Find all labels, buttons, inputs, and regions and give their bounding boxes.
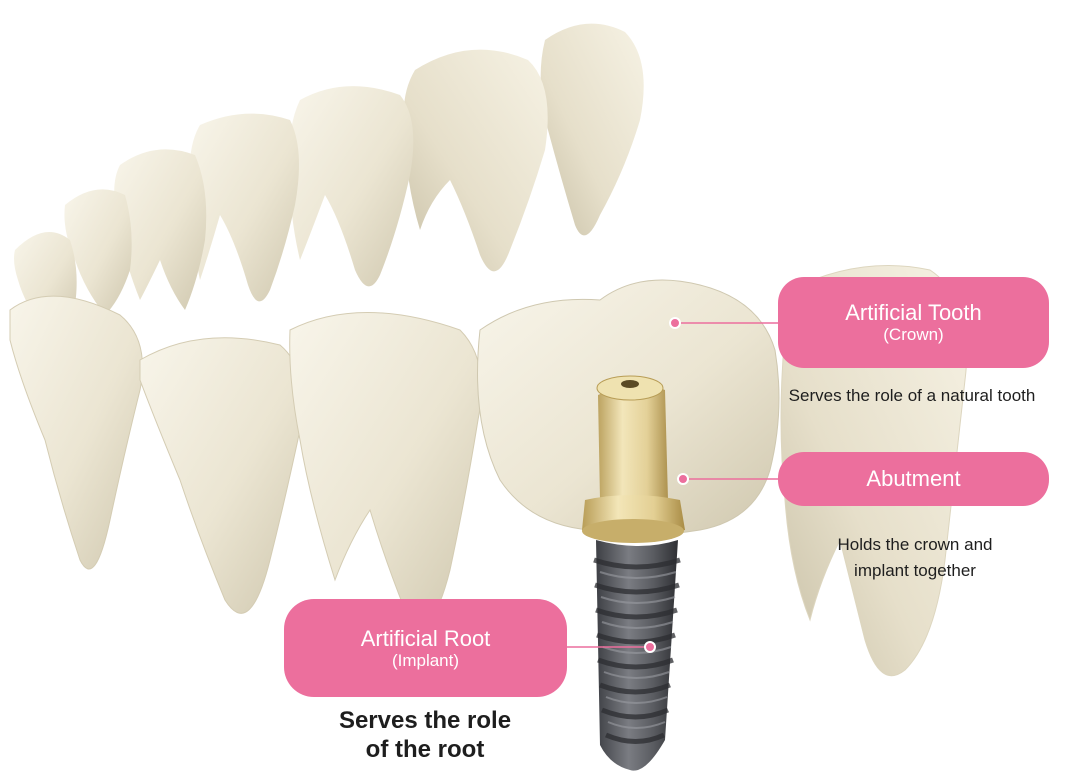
crown-label-subtitle: (Crown) (883, 325, 943, 345)
abutment-description-line-1: Holds the crown and (790, 532, 1040, 558)
lower-tooth-row (10, 296, 481, 623)
root-label-title: Artificial Root (361, 626, 491, 651)
lower-tooth-2 (140, 338, 303, 614)
abutment-label: Abutment (778, 452, 1049, 506)
root-label: Artificial Root (Implant) (284, 599, 567, 697)
crown-label-title: Artificial Tooth (845, 300, 982, 325)
lower-tooth-1 (10, 296, 143, 569)
upper-tooth-row (14, 24, 644, 330)
pointer-dot-icon (645, 642, 655, 652)
pointer-dot-icon (678, 474, 688, 484)
abutment-description-line-2: implant together (790, 558, 1040, 584)
lower-tooth-3 (290, 313, 482, 624)
root-label-subtitle: (Implant) (392, 651, 459, 671)
implant-screw (594, 540, 680, 771)
crown-description: Serves the role of a natural tooth (762, 386, 1062, 406)
upper-tooth-3 (290, 86, 414, 286)
crown-label: Artificial Tooth (Crown) (778, 277, 1049, 368)
upper-tooth-1 (541, 24, 644, 236)
root-description-line-1: Serves the role (290, 707, 560, 736)
upper-tooth-2 (404, 50, 548, 272)
abutment-description: Holds the crown and implant together (790, 532, 1040, 585)
root-description: Serves the role of the root (290, 707, 560, 765)
pointer-dot-icon (670, 318, 680, 328)
upper-tooth-4 (190, 114, 299, 302)
abutment-label-title: Abutment (866, 466, 960, 491)
root-description-line-2: of the root (290, 736, 560, 765)
